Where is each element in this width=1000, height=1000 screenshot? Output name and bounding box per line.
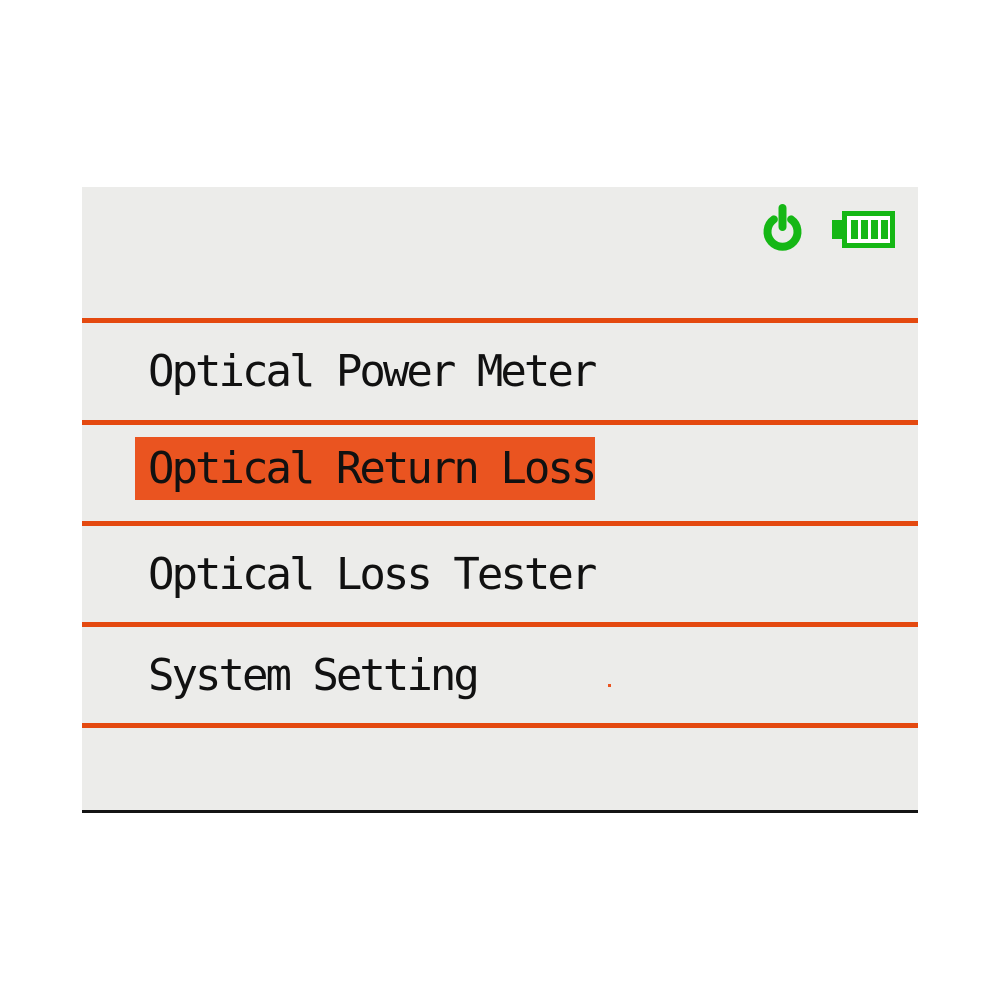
- menu-separator: [82, 723, 918, 728]
- menu-separator: [82, 318, 918, 323]
- menu-item-label: Optical Loss Tester: [148, 548, 597, 600]
- battery-icon: [832, 211, 895, 248]
- stray-pixel: [608, 684, 611, 687]
- menu-item-label: System Setting: [148, 649, 480, 701]
- status-bar: [82, 187, 918, 318]
- menu-item-optical-power-meter[interactable]: Optical Power Meter: [82, 323, 918, 420]
- menu-separator: [82, 420, 918, 425]
- power-icon: [763, 204, 802, 251]
- device-screen: Optical Power Meter Optical Return Loss …: [82, 187, 918, 813]
- selected-item-highlight[interactable]: Optical Return Loss: [135, 437, 597, 500]
- menu-item-label: Optical Power Meter: [148, 346, 597, 397]
- menu-item-label: Optical Return Loss: [148, 443, 597, 494]
- menu-item-system-setting[interactable]: System Setting: [82, 627, 918, 723]
- menu-separator: [82, 622, 918, 627]
- menu-separator: [82, 521, 918, 526]
- menu-item-optical-loss-tester[interactable]: Optical Loss Tester: [82, 526, 918, 622]
- menu-item-optical-return-loss[interactable]: Optical Return Loss: [82, 425, 918, 687]
